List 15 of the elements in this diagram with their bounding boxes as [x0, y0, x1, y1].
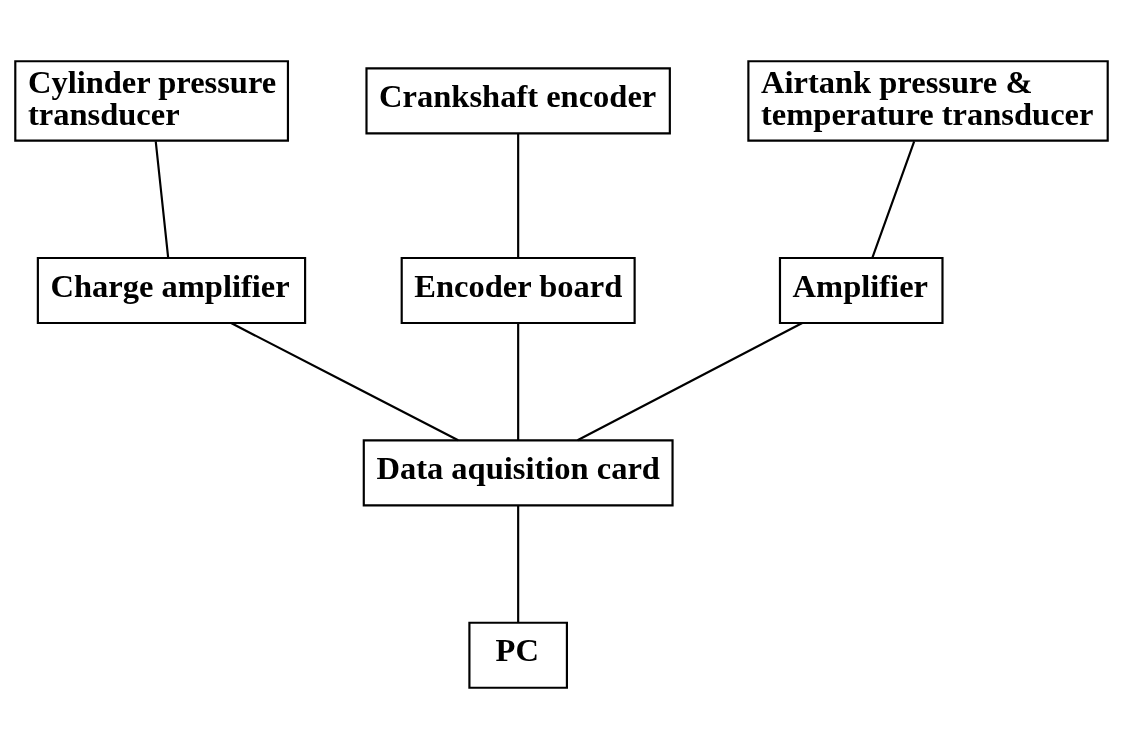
node-box: Airtank pressure & temperature transducer	[747, 60, 1109, 142]
node-box: Encoder board	[400, 256, 636, 325]
node-box: Amplifier	[778, 256, 944, 325]
connector	[154, 141, 170, 258]
connector	[517, 133, 520, 258]
node-box: Cylinder pressure transducer	[14, 60, 290, 142]
connector	[577, 322, 803, 442]
connector	[230, 322, 459, 442]
connector	[517, 323, 520, 441]
node-box: PC	[468, 621, 568, 689]
node-box: Charge amplifier	[36, 256, 307, 325]
connector	[517, 505, 520, 623]
node-box: Crankshaft encoder	[365, 67, 671, 135]
connector	[871, 140, 916, 258]
node-box: Data aquisition card	[362, 439, 674, 507]
